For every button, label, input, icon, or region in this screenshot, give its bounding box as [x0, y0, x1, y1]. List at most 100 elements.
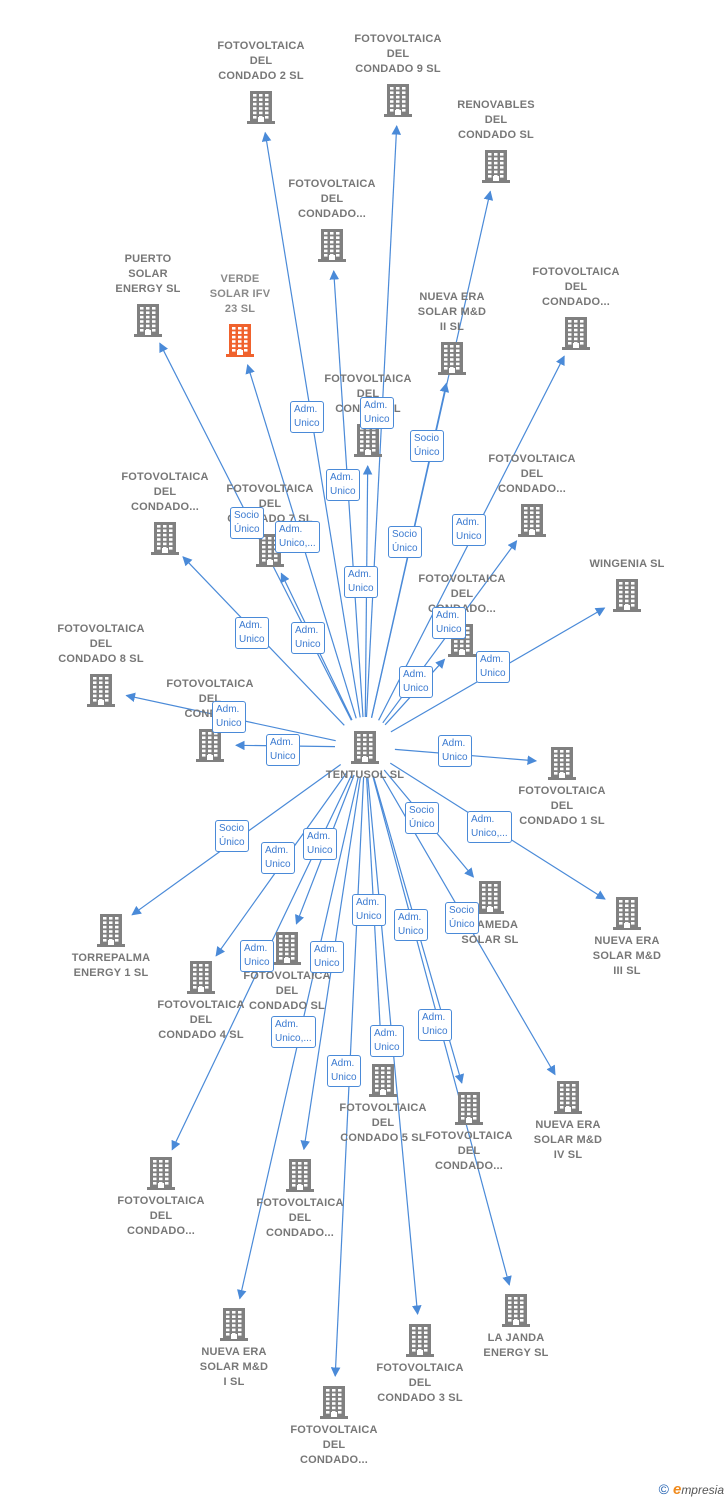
company-name: FOTOVOLTAICA DEL CONDADO 1 SL	[518, 785, 606, 827]
company-name: FOTOVOLTAICA DEL CONDADO 3 SL	[376, 1362, 464, 1404]
company-node[interactable]: FOTOVOLTAICA DEL CONDADO 4 SL	[141, 960, 261, 1043]
building-icon	[323, 1063, 443, 1097]
building-icon	[360, 1323, 480, 1357]
company-name: FOTOVOLTAICA DEL CONDADO...	[532, 266, 620, 308]
building-icon	[150, 728, 270, 762]
building-icon	[105, 521, 225, 555]
company-node[interactable]: FOTOVOLTAICA DEL CONDA...	[150, 677, 270, 762]
company-node[interactable]: WINGENIA SL	[567, 557, 687, 612]
building-icon	[240, 1158, 360, 1192]
building-icon	[180, 323, 300, 357]
building-icon	[201, 90, 321, 124]
company-node[interactable]: PUERTO SOLAR ENERGY SL	[88, 252, 208, 337]
company-name: NUEVA ERA SOLAR M&D III SL	[592, 935, 662, 977]
role-badge[interactable]: Socio Único	[388, 526, 422, 558]
role-badge[interactable]: Adm. Unico	[326, 469, 360, 501]
role-badge[interactable]: Socio Único	[405, 802, 439, 834]
role-badge[interactable]: Adm. Unico	[352, 894, 386, 926]
company-node[interactable]: FOTOVOLTAICA DEL CONDADO...	[105, 470, 225, 555]
role-badge[interactable]: Adm. Unico	[399, 666, 433, 698]
company-name: NUEVA ERA SOLAR M&D IV SL	[533, 1119, 603, 1161]
company-name: RENOVABLES DEL CONDADO SL	[457, 99, 535, 141]
company-node-focus[interactable]: VERDE SOLAR IFV 23 SL	[180, 272, 300, 357]
company-node[interactable]: FOTOVOLTAICA DEL CONDADO...	[101, 1156, 221, 1239]
role-badge[interactable]: Adm. Unico	[452, 514, 486, 546]
role-badge[interactable]: Socio Único	[410, 430, 444, 462]
company-node[interactable]: RENOVABLES DEL CONDADO SL	[436, 98, 556, 183]
company-node[interactable]: NUEVA ERA SOLAR M&D IV SL	[508, 1080, 628, 1163]
building-icon	[141, 960, 261, 994]
company-node[interactable]: FOTOVOLTAICA DEL CONDA...SL	[308, 372, 428, 457]
company-name: FOTOVOLTAICA DEL CONDADO SL	[243, 970, 331, 1012]
company-node[interactable]: FOTOVOLTAICA DEL CONDADO 1 SL	[502, 746, 622, 829]
empresia-credit[interactable]: ©empresia	[659, 1481, 724, 1498]
company-node[interactable]: FOTOVOLTAICA DEL CONDADO...	[516, 265, 636, 350]
company-node[interactable]: LA JANDA ENERGY SL	[456, 1293, 576, 1361]
building-icon	[51, 913, 171, 947]
company-node[interactable]: TORREPALMA ENERGY 1 SL	[51, 913, 171, 981]
company-name: FOTOVOLTAICA DEL CONDA...SL	[324, 373, 412, 415]
company-name: FOTOVOLTAICA DEL CONDADO 2 SL	[217, 40, 305, 82]
role-badge[interactable]: Adm. Unico	[344, 566, 378, 598]
company-node[interactable]: FOTOVOLTAICA DEL CONDADO...	[472, 452, 592, 537]
role-badge[interactable]: Adm. Unico	[291, 622, 325, 654]
copyright-icon: ©	[658, 1481, 669, 1497]
role-badge[interactable]: Adm. Unico	[394, 909, 428, 941]
company-node[interactable]: NUEVA ERA SOLAR M&D III SL	[567, 896, 687, 979]
role-badge[interactable]: Adm. Unico	[261, 842, 295, 874]
company-name: NUEVA ERA SOLAR M&D II SL	[417, 291, 487, 333]
company-name: FOTOVOLTAICA DEL CONDADO 9 SL	[354, 33, 442, 75]
company-name: FOTOVOLTAICA DEL CONDADO...	[290, 1424, 378, 1466]
role-badge[interactable]: Adm. Unico	[240, 940, 274, 972]
role-badge[interactable]: Adm. Unico	[212, 701, 246, 733]
building-icon	[508, 1080, 628, 1114]
building-icon	[516, 316, 636, 350]
building-icon	[274, 1385, 394, 1419]
role-badge[interactable]: Adm. Unico	[266, 734, 300, 766]
role-badge[interactable]: Socio Único	[445, 902, 479, 934]
company-node[interactable]: TENTUSOL SL	[305, 730, 425, 783]
company-node[interactable]: FOTOVOLTAICA DEL CONDADO...	[272, 177, 392, 262]
building-icon	[174, 1307, 294, 1341]
company-node[interactable]: FOTOVOLTAICA DEL CONDADO...	[409, 1091, 529, 1174]
role-badge[interactable]: Adm. Unico	[360, 397, 394, 429]
building-icon	[272, 228, 392, 262]
building-icon	[305, 730, 425, 764]
building-icon	[338, 83, 458, 117]
company-node[interactable]: FOTOVOLTAICA DEL CONDADO 2 SL	[201, 39, 321, 124]
building-icon	[502, 746, 622, 780]
company-name: FOTOVOLTAICA DEL CONDADO 5 SL	[339, 1102, 427, 1144]
company-node[interactable]: FOTOVOLTAICA DEL CONDADO 5 SL	[323, 1063, 443, 1146]
company-node[interactable]: FOTOVOLTAICA DEL CONDADO SL	[227, 931, 347, 1014]
role-badge[interactable]: Adm. Unico	[476, 651, 510, 683]
company-name: FOTOVOLTAICA DEL CONDADO...	[121, 471, 209, 513]
company-node[interactable]: FOTOVOLTAICA DEL CONDADO 9 SL	[338, 32, 458, 117]
role-badge[interactable]: Socio Único	[230, 507, 264, 539]
company-name: VERDE SOLAR IFV 23 SL	[209, 273, 271, 315]
building-icon	[101, 1156, 221, 1190]
role-badge[interactable]: Socio Único	[215, 820, 249, 852]
role-badge[interactable]: Adm. Unico	[310, 941, 344, 973]
role-badge[interactable]: Adm. Unico	[432, 607, 466, 639]
role-badge[interactable]: Adm. Unico	[235, 617, 269, 649]
role-badge[interactable]: Adm. Unico	[418, 1009, 452, 1041]
role-badge[interactable]: Adm. Unico	[327, 1055, 361, 1087]
company-node[interactable]: FOTOVOLTAICA DEL CONDADO...	[240, 1158, 360, 1241]
company-name: PUERTO SOLAR ENERGY SL	[115, 253, 181, 295]
company-node[interactable]: FOTOVOLTAICA DEL CONDADO...	[274, 1385, 394, 1468]
role-badge[interactable]: Adm. Unico	[303, 828, 337, 860]
role-badge[interactable]: Adm. Unico	[438, 735, 472, 767]
company-name: FOTOVOLTAICA DEL CONDADO...	[117, 1195, 205, 1237]
company-name: FOTOVOLTAICA DEL CONDADO...	[288, 178, 376, 220]
company-node[interactable]: FOTOVOLTAICA DEL CONDADO 8 SL	[41, 622, 161, 707]
role-badge[interactable]: Adm. Unico,...	[467, 811, 512, 843]
role-badge[interactable]: Adm. Unico,...	[275, 521, 320, 553]
role-badge[interactable]: Adm. Unico	[290, 401, 324, 433]
role-badge[interactable]: Adm. Unico,...	[271, 1016, 316, 1048]
company-node[interactable]: NUEVA ERA SOLAR M&D II SL	[392, 290, 512, 375]
role-badge[interactable]: Adm. Unico	[370, 1025, 404, 1057]
company-node[interactable]: NUEVA ERA SOLAR M&D I SL	[174, 1307, 294, 1390]
company-node[interactable]: FOTOVOLTAICA DEL CONDADO 3 SL	[360, 1323, 480, 1406]
building-icon	[41, 673, 161, 707]
